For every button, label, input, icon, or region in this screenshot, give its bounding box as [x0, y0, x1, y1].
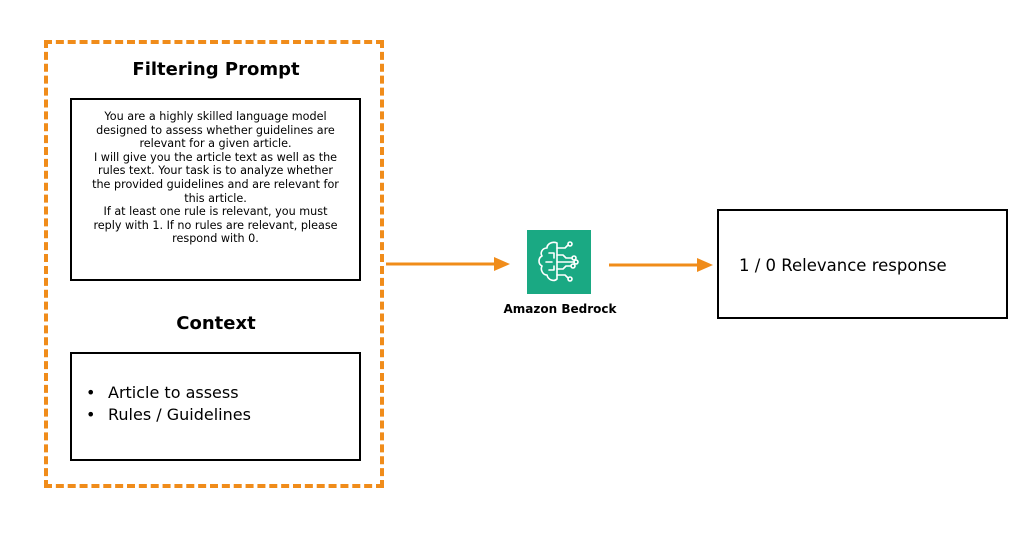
arrow-to-response: [609, 258, 713, 272]
prompt-line: You are a highly skilled language model: [104, 110, 327, 123]
context-list: • Article to assess • Rules / Guidelines: [86, 382, 251, 426]
bullet: •: [86, 405, 96, 424]
filtering-prompt-heading: Filtering Prompt: [132, 59, 300, 80]
prompt-line: If at least one rule is relevant, you mu…: [103, 205, 328, 219]
relevance-response-box: 1 / 0 Relevance response: [717, 209, 1008, 319]
context-item-label: Article to assess: [108, 383, 239, 402]
amazon-bedrock-icon: [527, 230, 591, 294]
arrow-to-bedrock: [386, 257, 510, 271]
prompt-line: relevant for a given article.: [139, 137, 292, 151]
prompt-line: designed to assess whether guidelines ar…: [96, 123, 335, 137]
context-item-label: Rules / Guidelines: [108, 405, 251, 424]
prompt-line: reply with 1. If no rules are relevant, …: [93, 218, 338, 232]
prompt-line: the provided guidelines and are relevant…: [92, 177, 339, 191]
prompt-line: this article.: [184, 191, 247, 205]
context-heading: Context: [176, 313, 256, 334]
context-box: • Article to assess • Rules / Guidelines: [70, 352, 361, 461]
bullet: •: [86, 383, 96, 402]
prompt-line: respond with 0.: [172, 232, 259, 246]
context-item-rules: • Rules / Guidelines: [86, 404, 251, 426]
prompt-line: rules text. Your task is to analyze whet…: [97, 164, 333, 178]
bedrock-label: Amazon Bedrock: [503, 302, 617, 316]
filtering-prompt-box: You are a highly skilled language model …: [70, 98, 361, 281]
input-group-dashed-container: [44, 40, 384, 488]
relevance-response-label: 1 / 0 Relevance response: [739, 256, 947, 275]
prompt-line: I will give you the article text as well…: [93, 150, 338, 164]
brain-circuit-icon: [538, 241, 579, 282]
context-item-article: • Article to assess: [86, 382, 251, 404]
filtering-prompt-text: You are a highly skilled language model …: [78, 110, 353, 246]
